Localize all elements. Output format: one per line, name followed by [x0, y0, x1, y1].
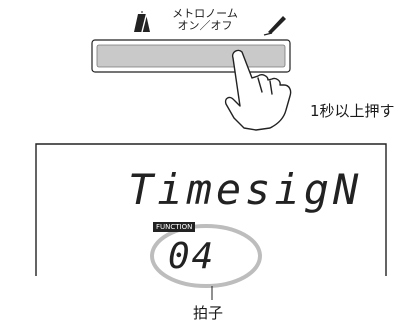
lcd-display — [35, 143, 387, 276]
metronome-label-line1: メトロノーム — [172, 7, 238, 20]
pen-icon — [263, 16, 286, 36]
highlight-ring — [150, 224, 262, 288]
time-signature-label: 拍子 — [193, 304, 224, 322]
pressing-hand-icon — [224, 49, 292, 131]
function-badge: FUNCTION — [153, 222, 196, 232]
lcd-value: 04 — [168, 236, 216, 277]
metronome-icon — [134, 11, 150, 33]
metronome-label: メトロノーム オン／オフ — [130, 8, 280, 32]
metronome-label-line2: オン／オフ — [177, 19, 233, 32]
metronome-on-off-button[interactable] — [91, 39, 291, 73]
lcd-main-text: TimesigN — [128, 165, 363, 214]
hold-instruction: 1秒以上押す — [310, 102, 395, 120]
